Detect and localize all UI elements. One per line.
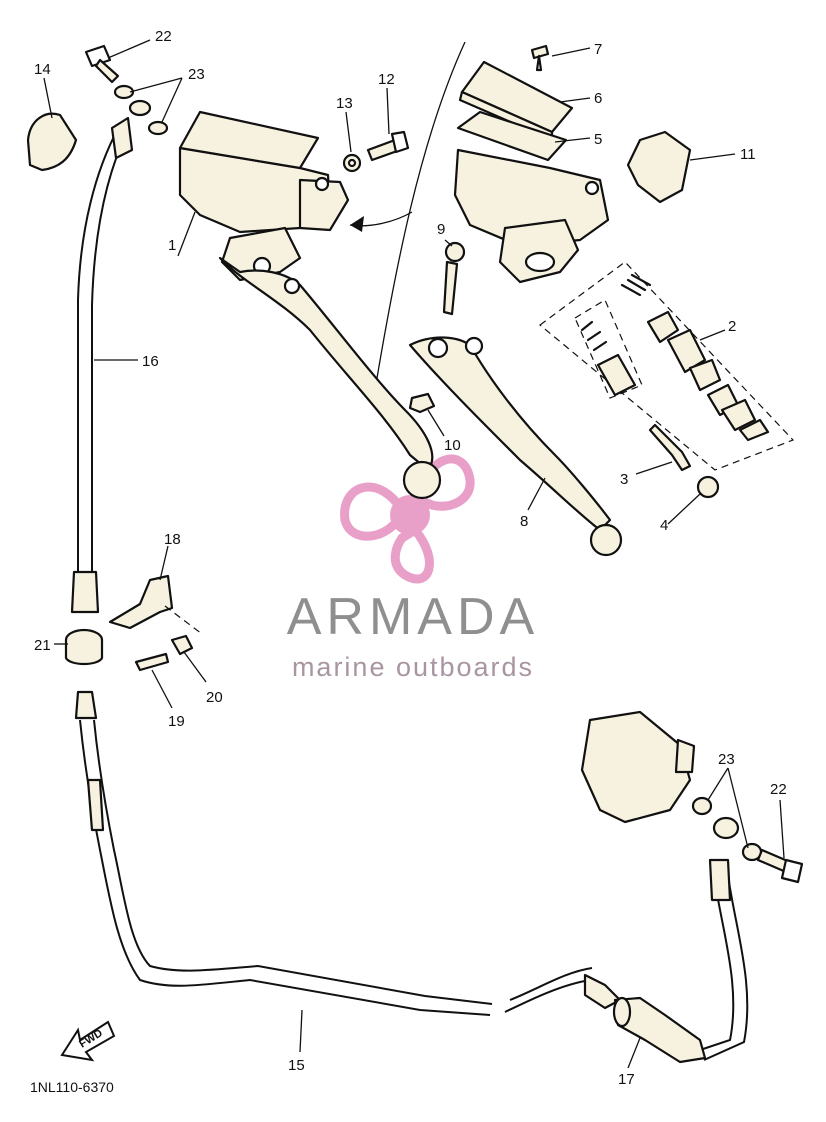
piston-kit-box-2: [539, 261, 795, 471]
washer-23-b: [147, 120, 169, 136]
bolt-22-bottom: [756, 848, 804, 884]
screw-7: [530, 44, 550, 72]
push-rod-3: [648, 423, 692, 472]
master-cylinder-body: [453, 148, 610, 248]
callout-18: 18: [164, 531, 181, 548]
callout-5: 5: [594, 131, 602, 148]
callout-8: 8: [520, 513, 528, 530]
assembly-divider: [374, 41, 466, 391]
bolt-22-top: [84, 44, 120, 84]
callout-13: 13: [336, 95, 353, 112]
arrow-head-icon: [350, 216, 364, 232]
brake-lever-8: [408, 336, 612, 532]
leader-lines: [43, 39, 785, 1069]
callout-2: 2: [728, 318, 736, 335]
callout-15: 15: [288, 1057, 305, 1074]
callout-7: 7: [594, 41, 602, 58]
brake-caliper: [580, 710, 692, 824]
diagram-code: 1NL110-6370: [30, 1079, 114, 1095]
callout-3: 3: [620, 471, 628, 488]
washer-23-c: [691, 796, 713, 816]
bolt-9: [442, 241, 466, 316]
callout-23-top: 23: [188, 66, 205, 83]
callout-16: 16: [142, 353, 159, 370]
callout-21: 21: [34, 637, 51, 654]
hose-fitting-17: [613, 996, 707, 1064]
callout-22-bottom: 22: [770, 781, 787, 798]
washer-23-a: [113, 84, 135, 100]
fwd-arrow-icon: FWD: [60, 1020, 116, 1062]
nut-20: [170, 634, 194, 656]
callout-4: 4: [660, 517, 668, 534]
callout-14: 14: [34, 61, 51, 78]
banjo-fitting-top: [128, 99, 152, 117]
callout-10: 10: [444, 437, 461, 454]
nut-10: [408, 392, 436, 414]
master-cylinder-left: [178, 110, 442, 500]
clamp-bracket-11: [626, 130, 692, 204]
callout-23-bottom: 23: [718, 751, 735, 768]
hose-clip-18: [108, 574, 174, 630]
callout-12: 12: [378, 71, 395, 88]
callout-11: 11: [740, 146, 756, 163]
callout-20: 20: [206, 689, 223, 706]
boot-14: [26, 112, 78, 172]
banjo-fitting-bottom: [712, 816, 740, 840]
brand-subtitle: marine outboards: [292, 652, 534, 682]
brand-title: ARMADA: [287, 588, 539, 646]
callout-22-top: 22: [155, 28, 172, 45]
callout-9: 9: [437, 221, 445, 238]
piston-kit-parts: [580, 273, 770, 442]
diaphragm-5: [456, 110, 568, 162]
ball-4: [696, 475, 720, 499]
hose-fitting-left: [74, 690, 98, 720]
brake-hose-16: [77, 124, 121, 575]
screw-19: [134, 652, 170, 672]
callout-19: 19: [168, 713, 185, 730]
callout-1: 1: [168, 237, 176, 254]
callout-6: 6: [594, 90, 602, 107]
callout-17: 17: [618, 1071, 635, 1088]
